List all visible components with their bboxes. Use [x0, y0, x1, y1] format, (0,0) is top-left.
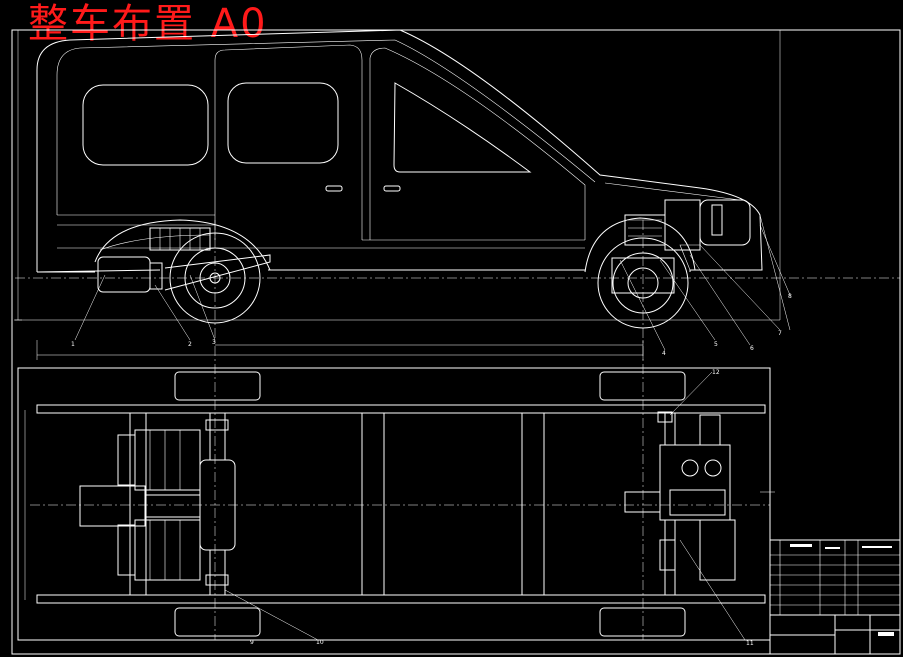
callout-1: 1	[71, 341, 75, 348]
battery-pack-lower	[134, 519, 201, 581]
top-view	[17, 367, 775, 641]
callout-10: 10	[316, 639, 324, 646]
drawing-title: 整车布置 A0	[28, 1, 268, 47]
rear-left-tyre	[174, 371, 261, 401]
callout-5: 5	[714, 341, 718, 348]
callout-4: 4	[662, 350, 666, 357]
callout-2: 2	[188, 341, 192, 348]
top-view-frame	[17, 367, 771, 641]
front-window	[393, 82, 532, 173]
callout-7: 7	[778, 330, 782, 337]
callout-6: 6	[750, 345, 754, 352]
battery-pack-upper	[134, 429, 201, 491]
left-rail	[36, 404, 766, 414]
rear-window	[82, 84, 209, 166]
callout-8: 8	[788, 293, 792, 300]
callout-12: 12	[712, 369, 720, 376]
rear-right-tyre	[174, 607, 261, 637]
front-assembly	[659, 444, 731, 521]
callout-9: 9	[250, 639, 254, 646]
side-view	[14, 29, 900, 640]
title-block	[769, 539, 901, 655]
middle-window	[227, 82, 339, 164]
callout-11: 11	[746, 640, 754, 647]
right-rail	[36, 594, 766, 604]
sheet-border	[11, 29, 901, 655]
rear-motor	[97, 256, 151, 293]
front-left-tyre	[599, 371, 686, 401]
front-right-tyre	[599, 607, 686, 637]
callout-3: 3	[212, 339, 216, 346]
